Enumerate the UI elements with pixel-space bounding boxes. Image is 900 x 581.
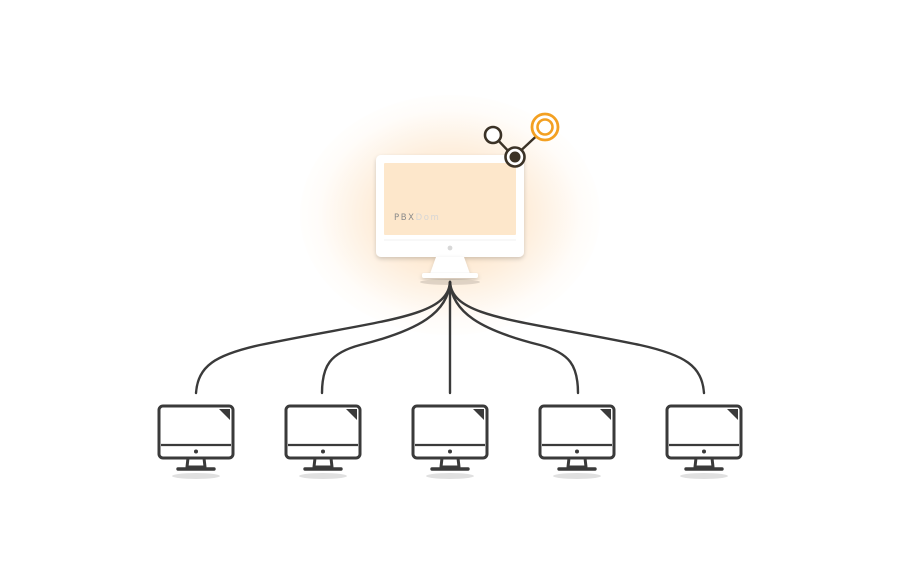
client-monitors — [157, 404, 743, 479]
server-logo-dom: Dom — [416, 213, 441, 223]
server-screen — [384, 163, 516, 235]
server-logo-pbx: PBX — [394, 213, 416, 223]
node-accent-icon — [530, 112, 560, 142]
connection-line-4 — [448, 280, 580, 395]
connection-lines — [194, 280, 706, 395]
connection-line-1 — [194, 280, 452, 395]
client-monitor-icon — [157, 404, 235, 479]
node-small-icon — [483, 125, 503, 145]
connection-line-5 — [448, 280, 706, 395]
svg-text:PBXDom: PBXDom — [394, 213, 440, 223]
share-nodes-icon — [483, 112, 560, 168]
client-monitor-icon — [538, 404, 616, 479]
client-monitor-icon — [411, 404, 489, 479]
server-monitor-icon: PBXDom — [376, 155, 524, 285]
connection-line-2 — [320, 280, 452, 395]
client-monitor-icon — [284, 404, 362, 479]
client-monitor-icon — [665, 404, 743, 479]
